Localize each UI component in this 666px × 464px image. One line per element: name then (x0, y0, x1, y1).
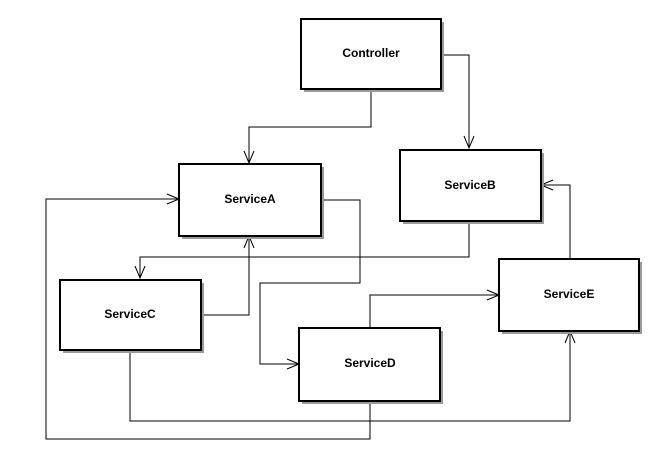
node-servicee[interactable]: ServiceE (498, 258, 642, 334)
node-label-serviceb: ServiceB (444, 178, 496, 192)
edge-servicee-to-serviceb (541, 184, 571, 259)
edge-serviced-to-servicea (45, 198, 371, 440)
edge-servicea-to-serviced (259, 199, 361, 365)
edge-controller-to-serviceb (441, 54, 470, 148)
node-serviceb[interactable]: ServiceB (399, 149, 544, 224)
node-box (178, 163, 322, 237)
node-box (59, 279, 202, 351)
node-box (399, 149, 542, 222)
node-controller[interactable]: Controller (300, 18, 444, 92)
edge-servicec-to-servicee (129, 331, 571, 422)
edge-controller-to-servicea (248, 92, 372, 163)
edges (45, 54, 576, 440)
edge-serviceb-to-servicec (139, 221, 470, 278)
edge-serviced-to-servicee (369, 294, 499, 328)
edge-servicec-to-servicea (201, 236, 250, 316)
node-box (498, 258, 640, 332)
node-label-serviced: ServiceD (344, 356, 396, 370)
node-servicec[interactable]: ServiceC (59, 279, 204, 353)
node-box (298, 327, 441, 402)
node-servicea[interactable]: ServiceA (178, 163, 324, 239)
node-label-servicea: ServiceA (224, 192, 276, 206)
node-label-servicee: ServiceE (544, 287, 595, 301)
node-serviced[interactable]: ServiceD (298, 327, 443, 404)
node-box (300, 18, 442, 90)
node-label-servicec: ServiceC (104, 307, 156, 321)
arrowhead-serviceb-to-servicec (134, 265, 146, 280)
arrowhead-controller-to-serviceb (463, 135, 475, 150)
node-label-controller: Controller (342, 46, 400, 60)
